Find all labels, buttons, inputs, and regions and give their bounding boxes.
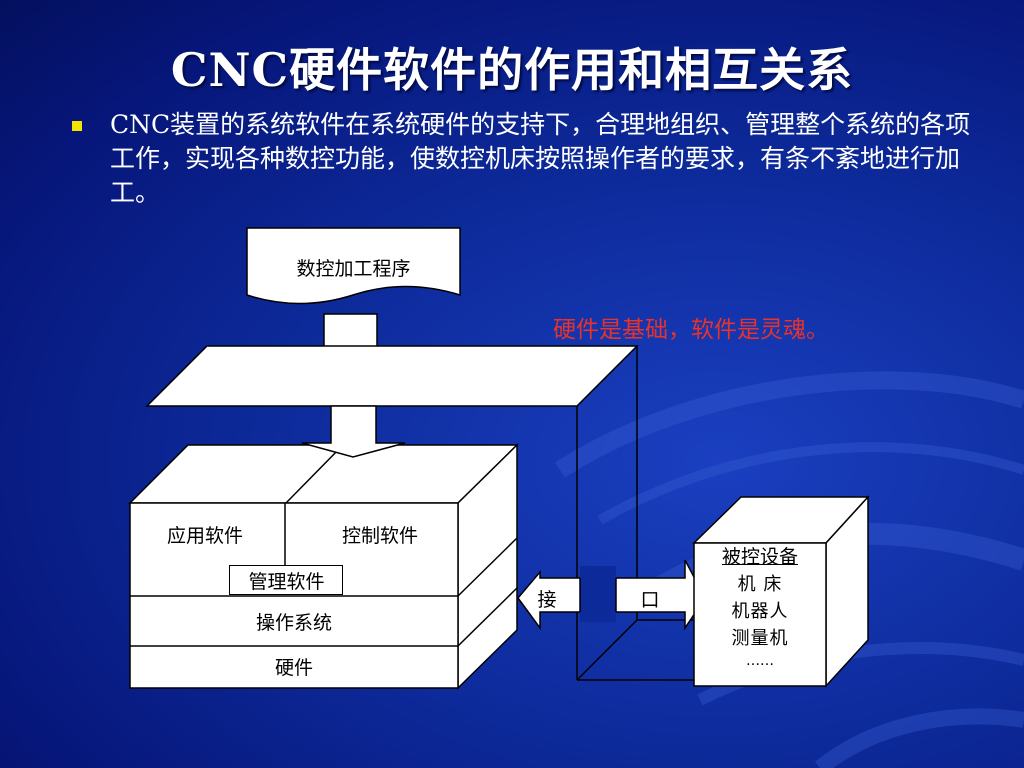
bullet-text: CNC装置的系统软件在系统硬件的支持下，合理地组织、管理整个系统的各项工作，实现…	[110, 110, 971, 207]
device-item: 测量机	[731, 628, 789, 649]
system-plane	[145, 345, 639, 407]
interface-label-right: 口	[640, 589, 660, 611]
bullet-square-icon	[72, 121, 82, 131]
management-software-box	[229, 565, 343, 595]
down-arrow-icon	[301, 405, 406, 458]
slide-title: CNC硬件软件的作用和相互关系	[170, 43, 854, 97]
program-document-shape	[246, 227, 461, 305]
interface-label-left: 接	[537, 589, 557, 611]
app-software-label: 应用软件	[166, 525, 243, 547]
device-item: 机 床	[737, 574, 783, 595]
device-item: 机器人	[731, 601, 789, 622]
controlled-device-panel: 被控设备 机 床 机器人 测量机 ……	[696, 543, 824, 670]
management-software-label: 管理软件	[248, 571, 325, 593]
frame-lines	[576, 346, 697, 681]
device-cube-front	[693, 542, 827, 687]
control-software-label: 控制软件	[341, 525, 418, 547]
device-title: 被控设备	[721, 546, 798, 568]
program-label: 数控加工程序	[296, 258, 411, 280]
hardware-label: 硬件	[274, 657, 313, 679]
hardware-software-note: 硬件是基础，软件是灵魂。	[553, 317, 829, 343]
os-label: 操作系统	[255, 612, 332, 634]
device-more: ……	[746, 653, 774, 669]
cnc-block-top	[128, 444, 519, 504]
